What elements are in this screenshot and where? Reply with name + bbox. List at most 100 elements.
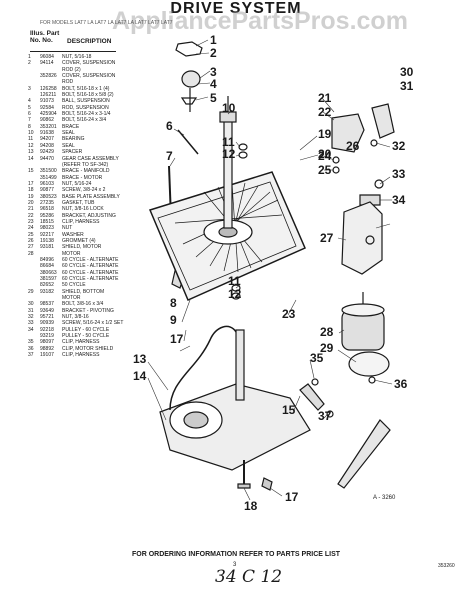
part-description: SPACER xyxy=(62,149,83,156)
part-number: 94114 xyxy=(40,60,54,67)
part-description: COVER, SUSPENSION xyxy=(62,60,116,67)
callout-11: 11 xyxy=(222,135,235,149)
part-description: NUT xyxy=(62,225,73,232)
watermark: AppliancePartsPros.com xyxy=(112,7,408,35)
illus-number: 36 xyxy=(28,345,34,352)
parts-list-row: 352826 COVER, SUSPENSION xyxy=(28,73,148,79)
part-description: SHIELD, BOTTOM xyxy=(62,288,105,295)
part-number: 352826 xyxy=(40,73,57,80)
callout-7: 7 xyxy=(166,149,173,163)
illus-number: 33 xyxy=(28,320,34,327)
illus-part-header: Illus. Part xyxy=(30,30,60,37)
callout-32: 32 xyxy=(392,139,406,153)
illus-number: 30 xyxy=(28,301,34,308)
part-description: GROMMET (4) xyxy=(62,237,96,244)
illus-number: 1 xyxy=(28,54,31,60)
callout-8: 8 xyxy=(170,296,177,310)
part-description: 50 CYCLE xyxy=(62,282,86,289)
page-number: 3 xyxy=(233,562,237,568)
part-description: ROD, SUSPENSION xyxy=(62,104,109,111)
callout-17b: 17 xyxy=(170,332,184,346)
callout-13: 13 xyxy=(133,352,147,366)
part-description: BRACE - MOTOR xyxy=(62,174,103,181)
part-description: BEARING xyxy=(62,136,85,143)
adjusting-bracket xyxy=(331,113,365,153)
illus-number: 3 xyxy=(28,85,31,92)
illus-number: 8 xyxy=(28,123,31,130)
part-number: 93181 xyxy=(40,244,54,251)
part-description: SEAL xyxy=(62,142,75,149)
illus-number: 17 xyxy=(28,180,34,187)
illus-number: 23 xyxy=(28,218,34,225)
callout-10: 10 xyxy=(222,101,236,115)
part-number: 90877 xyxy=(40,187,54,194)
part-number: 92584 xyxy=(40,104,54,111)
illus-number: 20 xyxy=(28,199,34,206)
part-description: SCREW, 5/16-24 x 1/2 SET xyxy=(62,320,124,327)
parts-list-row: MOTOR xyxy=(28,295,148,301)
part-description: CLIP, HARNESS xyxy=(62,339,100,346)
suspension-ball xyxy=(181,70,201,88)
callout-6: 6 xyxy=(166,119,173,133)
callout-17: 17 xyxy=(285,490,299,504)
part-description: CLIP, HARNESS xyxy=(62,218,100,225)
number-header: No. No. xyxy=(30,37,53,44)
part-description: WASHER xyxy=(62,231,84,238)
illus-number: 6 xyxy=(28,111,31,118)
part-description: GEAR CASE ASSEMBLY xyxy=(62,155,119,162)
part-description: NUT, 3/8-16 LOCK xyxy=(62,206,104,213)
part-number: 86684 xyxy=(40,263,54,270)
callout-34: 34 xyxy=(392,193,406,207)
description-header: DESCRIPTION xyxy=(67,38,112,45)
part-description: NUT, 5/16-18 xyxy=(62,54,92,60)
callout-18: 18 xyxy=(244,499,258,513)
part-number: 95721 xyxy=(40,314,54,321)
callout-20: 20 xyxy=(318,147,332,161)
part-description: ROD (2) xyxy=(62,66,81,73)
part-description: BOLT, 5/16-24 x 3/4 xyxy=(62,117,107,124)
part-description: PULLEY - 50 CYCLE xyxy=(62,333,110,340)
callout-29: 29 xyxy=(320,341,334,355)
part-number: 126258 xyxy=(40,85,57,92)
part-description: 60 CYCLE - ALTERNATE xyxy=(62,276,119,283)
part-number: 90939 xyxy=(40,320,54,327)
illus-number: 34 xyxy=(28,326,34,333)
part-number: 27235 xyxy=(40,199,54,206)
illus-number: 14 xyxy=(28,155,34,162)
part-number: 98097 xyxy=(40,339,54,346)
illus-number: 35 xyxy=(28,339,34,346)
part-number: 126211 xyxy=(40,92,57,99)
part-description: BRACKET, ADJUSTING xyxy=(62,212,116,219)
illus-number: 31 xyxy=(28,307,34,314)
part-number: 425904 xyxy=(40,111,57,118)
motor-shield xyxy=(341,201,383,275)
nut-1 xyxy=(180,97,198,105)
pulley xyxy=(359,194,381,206)
parts-list-row: 35 98097 CLIP, HARNESS xyxy=(28,339,148,345)
part-number: 353201 xyxy=(40,123,57,130)
part-description: BOLT, 5/16-18 x 1 (4) xyxy=(62,85,110,92)
document-id: 353260 xyxy=(438,563,455,569)
part-description: COVER, SUSPENSION xyxy=(62,73,116,80)
part-description: BASE PLATE ASSEMBLY xyxy=(62,193,120,200)
part-number: 93649 xyxy=(40,307,54,314)
